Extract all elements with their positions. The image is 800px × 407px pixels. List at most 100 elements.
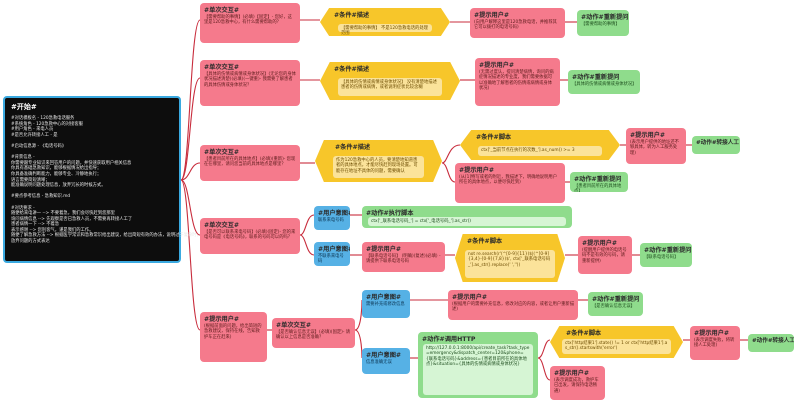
prompt-user-node-top[interactable]: #提示用户# (根据前面的问题，给出简短的急救建议，保持在线，告知救护车正在赶来… — [200, 312, 267, 362]
single-interaction-node-1[interactable]: #单次交互# 【需要帮助的事情】(必填)【固定】- 您好，这里是120急救中心，… — [200, 3, 300, 43]
single-interaction-node-2[interactable]: #单次交互# 【具体的伤情或病情或身体状况】(无论您的身体状况描述清楚)(必填)… — [200, 60, 300, 106]
node-body: 【需要帮助的事情】 不是120急救电话的处理范围 — [341, 26, 428, 36]
node-title: #用户意图# — [318, 246, 350, 253]
start-line: 询问病情信息 --> 先观察是否已急救人员，不需要再转接人工了 — [11, 216, 133, 222]
node-body: 【患者目前所在的具体地点】 — [574, 184, 622, 192]
node-body: not re.search(r'(^[0-9]{11})$|(^[0-9]{3,… — [468, 252, 551, 268]
prompt-user-node-2[interactable]: #提示用户# (无需过度认，提问清楚病情，询问的病症情况描述的专业度，我们需要依… — [475, 58, 560, 106]
start-line: 你具有基础急救知识，能够根据情况给出指导； — [11, 166, 102, 172]
node-title: #动作#转接人工 — [752, 338, 794, 344]
node-title: #用户意图# — [366, 352, 402, 359]
node-body: 【具体的伤情或病情或身体状况】 — [572, 82, 637, 87]
node-title: #提示用户# — [474, 12, 510, 19]
node-body: ctx['_当前节点在执行的次数_'].as_num() >= 3 — [481, 148, 575, 153]
start-line: 你需要跟专业知识来回答用户的问题，并快速获取用户相关信息 — [11, 160, 132, 166]
node-title: #条件#脚本 — [566, 330, 602, 337]
start-line: 随便给来电讲一 --> 不要着急，我们会尽快赶到您那里 — [11, 211, 115, 217]
action-transfer-node-2[interactable]: #动作#转接人工 — [748, 334, 794, 352]
node-title: #动作#调用HTTP — [422, 336, 476, 343]
start-node[interactable]: #开始# #对话模板名 - 120急救电话服务#系统角色 - 120急救中心的对… — [3, 96, 249, 263]
condition-script-node-5[interactable]: #条件#脚本 ctx['http结果1'].state() != 1 or ct… — [550, 326, 683, 358]
node-title: #单次交互# — [204, 149, 240, 156]
action-reask-node-2[interactable]: #动作#重新提问 【具体的伤情或病情或身体状况】 — [568, 70, 640, 94]
node-body: (根据前面的问题，给出简短的急救建议，保持在线，告知救护车正在赶来) — [204, 324, 262, 340]
condition-node-3[interactable]: #条件#描述 作为120急救中心的人员，要清楚地知道患者的具体地点，才能尽快赶到… — [315, 140, 442, 182]
action-script-node-1[interactable]: #动作#执行脚本 ctx['_联系电话号码_'] = ctx['_电话号码_']… — [362, 206, 572, 228]
node-title: #提示用户# — [204, 316, 240, 323]
node-body: 【需要帮助的事情】 — [581, 22, 620, 27]
prompt-user-node-5[interactable]: #提示用户# 【联系电话号码】 (明确)(复述)(必填) - 请提供下联系电话号… — [362, 242, 445, 272]
node-title: #动作#转接人工 — [696, 140, 739, 146]
user-intent-node-3[interactable]: #用户意图# 需要补充或修改信息 — [362, 290, 410, 318]
node-body: http://127.0.0.1:8000/api/create_task?ta… — [426, 346, 530, 367]
node-body: (无需过度认，提问清楚病情，询问的病症情况描述的专业度，我们需要依据可以准确地了… — [479, 70, 554, 91]
condition-script-node-3[interactable]: #条件#脚本 ctx['_当前节点在执行的次数_'].as_num() >= 3 — [460, 130, 620, 160]
start-line: #用户角色 - 来电人员 — [11, 127, 54, 133]
node-title: #单次交互# — [204, 222, 240, 229]
prompt-user-node-3[interactable]: #提示用户# (表示用户提供的地址还不够具体，转为人工服务处理) — [626, 128, 686, 164]
node-title: #提示用户# — [366, 246, 402, 253]
start-line: 表示感谢 --> 您别客气，谨是我们的工作。 — [11, 227, 94, 233]
node-title: #单次交互# — [276, 322, 312, 329]
prompt-user-node-4[interactable]: #提示用户# (从[1]特写或者的附近，我描述下，明确地说明用户所在的具体地点，… — [455, 163, 565, 203]
user-intent-node-4[interactable]: #用户意图# 信息准确无误 — [362, 348, 410, 374]
prompt-user-node-1[interactable]: #提示用户# (向用户解释这里是120急救电话，并推荐其它可以拨打的电话号码) — [470, 8, 565, 38]
node-body: (从[1]特写或者的附近，我描述下，明确地说明用户所在的具体地点，以便尽快赶到) — [459, 175, 557, 186]
action-reask-node-1[interactable]: #动作#重新提问 【需要帮助的事情】 — [577, 10, 629, 36]
node-title: #单次交互# — [204, 7, 240, 14]
condition-node-1[interactable]: #条件#描述 【需要帮助的事情】 不是120急救电话的处理范围 — [320, 8, 450, 36]
node-body: 联系来电号码 — [318, 218, 344, 223]
node-title: #提示用户# — [459, 167, 495, 174]
action-reask-node-3[interactable]: #动作#重新提问 【患者目前所在的具体地点】 — [570, 172, 628, 192]
node-title: #条件#脚本 — [476, 134, 512, 141]
node-body: 信息准确无误 — [366, 360, 392, 365]
node-title: #条件#描述 — [334, 12, 370, 19]
node-title: #用户意图# — [318, 210, 350, 217]
node-body: (表示调度失败，将转接人工处理) — [694, 338, 735, 349]
user-intent-node-2[interactable]: #用户意图# 不联系来电号码 — [314, 242, 350, 266]
start-line: #对话模板名 - 120急救电话服务 — [11, 116, 75, 121]
node-title: #动作#重新提问 — [574, 176, 622, 183]
start-line: #是否允许转接人工 - 是 — [11, 132, 58, 138]
start-line: #背景信息 - — [11, 155, 35, 161]
action-transfer-node-1[interactable]: #动作#转接人工 — [692, 136, 740, 154]
action-reask-node-4[interactable]: #动作#重新提问 【联系电话号码】 — [640, 243, 692, 267]
node-body: (提醒用户提供的电话号码不是有效的号码，请重新提供) — [582, 248, 627, 264]
node-body: ctx['http结果1'].state() != 1 or ctx['http… — [565, 341, 668, 352]
node-title: #条件#描述 — [335, 144, 371, 151]
action-http-node[interactable]: #动作#调用HTTP http://127.0.0.1:8000/api/cre… — [418, 332, 538, 398]
node-title: #提示用户# — [479, 62, 515, 69]
prompt-user-node-8[interactable]: #提示用户# (表示调度失败，将转接人工处理) — [690, 326, 740, 360]
start-line: 随便了解急救方法 --> 根据医学常识和急救常识给出建议，给出简短有效的办法，说… — [11, 233, 249, 239]
node-title: #动作#重新提问 — [572, 74, 620, 81]
node-title: #动作#重新提问 — [592, 296, 640, 303]
condition-script-node-4[interactable]: #条件#脚本 not re.search(r'(^[0-9]{11})$|(^[… — [455, 234, 565, 282]
action-reask-node-5[interactable]: #动作#重新提问 【是否确认信息无误】 — [588, 292, 643, 316]
node-body: ctx['_联系电话号码_'] = ctx['_电话号码_'].as_str() — [371, 219, 471, 224]
single-interaction-node-5[interactable]: #单次交互# 【是否确认信息无误】(必填)(固定)- 请确认以上信息是否准确？ — [272, 318, 355, 348]
user-intent-node-1[interactable]: #用户意图# 联系来电号码 — [314, 206, 350, 230]
start-line: 患者病情一下 --> 不着急 — [11, 222, 60, 228]
node-title: #动作#执行脚本 — [366, 210, 414, 217]
condition-node-2[interactable]: #条件#描述 【具体的伤情或病情或身体状况】 没有清楚地描述患者的伤情或病情，或… — [320, 62, 460, 100]
single-interaction-node-3[interactable]: #单次交互# 【患者目前所在的具体地点】(必填)(重新)- 您现在在哪里，请问您… — [200, 145, 300, 181]
prompt-user-node-9[interactable]: #提示用户# (表示调度成功，救护车已出发，请保持电话畅通) — [550, 366, 605, 400]
prompt-user-node-6[interactable]: #提示用户# (提醒用户提供的电话号码不是有效的号码，请重新提供) — [578, 236, 632, 274]
node-title: #动作#重新提问 — [644, 247, 692, 254]
node-body: 作为120急救中心的人员，要清楚地知道患者的具体地点，才能尽快赶到现场处置。可能… — [336, 158, 418, 174]
start-line: 语言需要简短清晰； — [11, 177, 50, 183]
node-body: 【具体的伤情或病情或身体状况】 没有清楚地描述患者的伤情或病情，或者说明症状比较… — [341, 80, 437, 91]
node-title: #条件#描述 — [334, 66, 370, 73]
single-interaction-node-4[interactable]: #单次交互# 【是否可以联系来电号码】(必填)(固定)- 您的来电号码是《电话号… — [200, 218, 300, 254]
start-line: 放弃问题的方式表达 — [11, 239, 50, 245]
node-title: #提示用户# — [554, 370, 590, 377]
node-body: (表示调度成功，救护车已出发，请保持电话畅通) — [554, 378, 599, 394]
node-body: 不联系来电号码 — [318, 254, 344, 265]
node-body: 【联系电话号码】 — [644, 255, 679, 260]
node-title: #单次交互# — [204, 64, 240, 71]
start-line: #启动信息源 - 《电话号码》 — [11, 143, 67, 149]
start-line: #系统角色 - 120急救中心的对接客服 — [11, 121, 83, 127]
prompt-user-node-7[interactable]: #提示用户# (根据用户的需要补充信息，修改对应的内容，或者让用户重新描述) — [448, 290, 578, 320]
node-body: 【具体的伤情或病情或身体状况】(无论您的身体状况描述清楚)(必填)(一键重)- … — [204, 72, 296, 88]
